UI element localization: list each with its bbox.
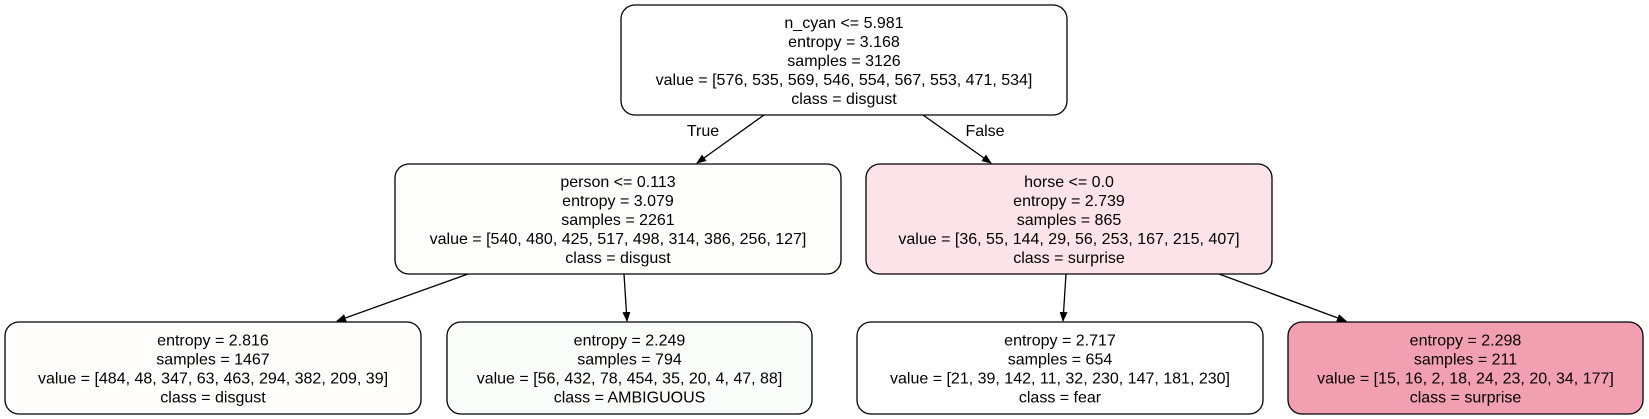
- node-line: value = [540, 480, 425, 517, 498, 314, 3…: [430, 231, 807, 248]
- node-line: class = fear: [1019, 390, 1102, 407]
- node-line: samples = 654: [1008, 352, 1113, 369]
- node-line: class = disgust: [160, 390, 266, 407]
- edge-n1-n3: [336, 273, 469, 322]
- tree-node-n1: person <= 0.113 entropy = 3.079 samples = …: [394, 163, 842, 275]
- node-box: [4, 321, 422, 415]
- node-line: entropy = 2.298: [1410, 333, 1522, 350]
- node-line: value = [21, 39, 142, 11, 32, 230, 147, …: [890, 371, 1230, 388]
- node-line: samples = 3126: [787, 53, 901, 70]
- node-line: samples = 865: [1017, 212, 1122, 229]
- node-line: class = disgust: [565, 250, 671, 267]
- edge-n2-n5: [1059, 273, 1068, 322]
- node-line: entropy = 2.816: [157, 333, 269, 350]
- node-line: class = AMBIGUOUS: [554, 390, 706, 407]
- edges-layer: True False: [336, 114, 1347, 322]
- node-line: samples = 1467: [156, 352, 270, 369]
- node-line: class = disgust: [791, 91, 897, 108]
- node-line: n_cyan <= 5.981: [784, 15, 903, 32]
- tree-node-n2: horse <= 0.0 entropy = 2.739 samples = 865…: [865, 163, 1273, 275]
- node-box: [865, 163, 1273, 275]
- node-line: class = surprise: [1013, 250, 1125, 267]
- node-box: [856, 321, 1264, 415]
- node-box: [446, 321, 813, 415]
- node-box: [1287, 321, 1644, 415]
- node-line: entropy = 3.079: [562, 193, 674, 210]
- edge-label-false: False: [965, 123, 1004, 140]
- node-line: samples = 794: [577, 352, 682, 369]
- node-box: [394, 163, 842, 275]
- node-line: entropy = 3.168: [788, 34, 900, 51]
- tree-node-n4: entropy = 2.249 samples = 794 value = [56,…: [446, 321, 813, 415]
- edge-n1-n4: [622, 273, 631, 322]
- node-line: value = [36, 55, 144, 29, 56, 253, 167, …: [898, 231, 1239, 248]
- edge-n2-n6: [1218, 273, 1347, 322]
- node-box: [620, 4, 1068, 116]
- edge-n0-n2: [922, 114, 992, 164]
- node-line: value = [56, 432, 78, 454, 35, 20, 4, 47…: [477, 371, 783, 388]
- node-line: entropy = 2.717: [1004, 333, 1116, 350]
- node-line: class = surprise: [1410, 390, 1522, 407]
- edge-label-true: True: [687, 123, 719, 140]
- node-line: samples = 211: [1414, 352, 1517, 369]
- nodes-layer: n_cyan <= 5.981 entropy = 3.168 samples = …: [4, 4, 1644, 415]
- tree-node-n5: entropy = 2.717 samples = 654 value = [21,…: [856, 321, 1264, 415]
- node-line: value = [15, 16, 2, 18, 24, 23, 20, 34, …: [1317, 371, 1614, 388]
- node-line: horse <= 0.0: [1024, 174, 1114, 191]
- node-line: person <= 0.113: [560, 174, 675, 191]
- tree-node-n3: entropy = 2.816 samples = 1467 value = [48…: [4, 321, 422, 415]
- edge-n0-n1: [696, 114, 765, 164]
- tree-node-n0: n_cyan <= 5.981 entropy = 3.168 samples = …: [620, 4, 1068, 116]
- tree-node-n6: entropy = 2.298 samples = 211 value = [15,…: [1287, 321, 1644, 415]
- node-line: entropy = 2.739: [1013, 193, 1125, 210]
- node-line: value = [484, 48, 347, 63, 463, 294, 382…: [38, 371, 388, 388]
- node-line: entropy = 2.249: [574, 333, 686, 350]
- node-line: value = [576, 535, 569, 546, 554, 567, 5…: [656, 72, 1033, 89]
- node-line: samples = 2261: [561, 212, 675, 229]
